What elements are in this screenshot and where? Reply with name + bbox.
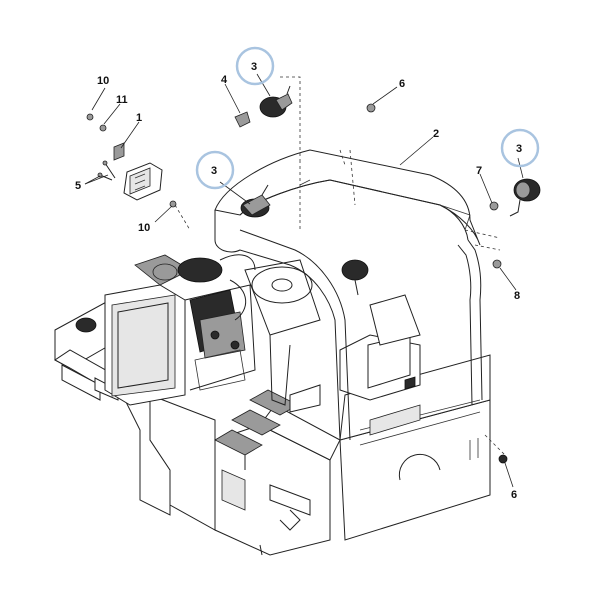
callout-10-top: 10 — [97, 75, 109, 87]
highlight-circle-left — [195, 150, 235, 190]
highlight-circle-top — [235, 46, 275, 86]
callout-2: 2 — [433, 128, 439, 140]
callout-labels: 10 11 1 5 10 4 3 3 3 6 2 7 8 6 — [75, 61, 522, 501]
steering-console — [244, 259, 321, 413]
callout-8: 8 — [514, 290, 520, 302]
callout-3-top: 3 — [251, 61, 257, 73]
machine-body — [54, 85, 541, 556]
operator-seat — [339, 294, 421, 401]
callout-3-right: 3 — [516, 143, 522, 155]
engine-area — [104, 254, 256, 406]
highlight-circle-right — [500, 128, 540, 168]
callout-1: 1 — [136, 112, 142, 124]
callout-7: 7 — [476, 165, 482, 177]
control-box — [97, 160, 177, 208]
callout-11: 11 — [116, 94, 128, 106]
work-lamp-left — [240, 184, 271, 218]
work-lamp-right — [509, 178, 541, 217]
step-ladder — [214, 389, 299, 470]
bracket-part-4 — [234, 111, 251, 128]
callout-3-left: 3 — [211, 165, 217, 177]
highlight-circles — [195, 46, 540, 190]
small-hardware — [86, 103, 508, 464]
callout-4: 4 — [221, 74, 228, 86]
work-lamp-front — [341, 259, 369, 296]
callout-5: 5 — [75, 180, 81, 192]
work-lamp-top — [259, 85, 293, 118]
callout-6-bottom: 6 — [511, 489, 517, 501]
callout-6-top: 6 — [399, 78, 405, 90]
callout-10-bottom: 10 — [138, 222, 150, 234]
